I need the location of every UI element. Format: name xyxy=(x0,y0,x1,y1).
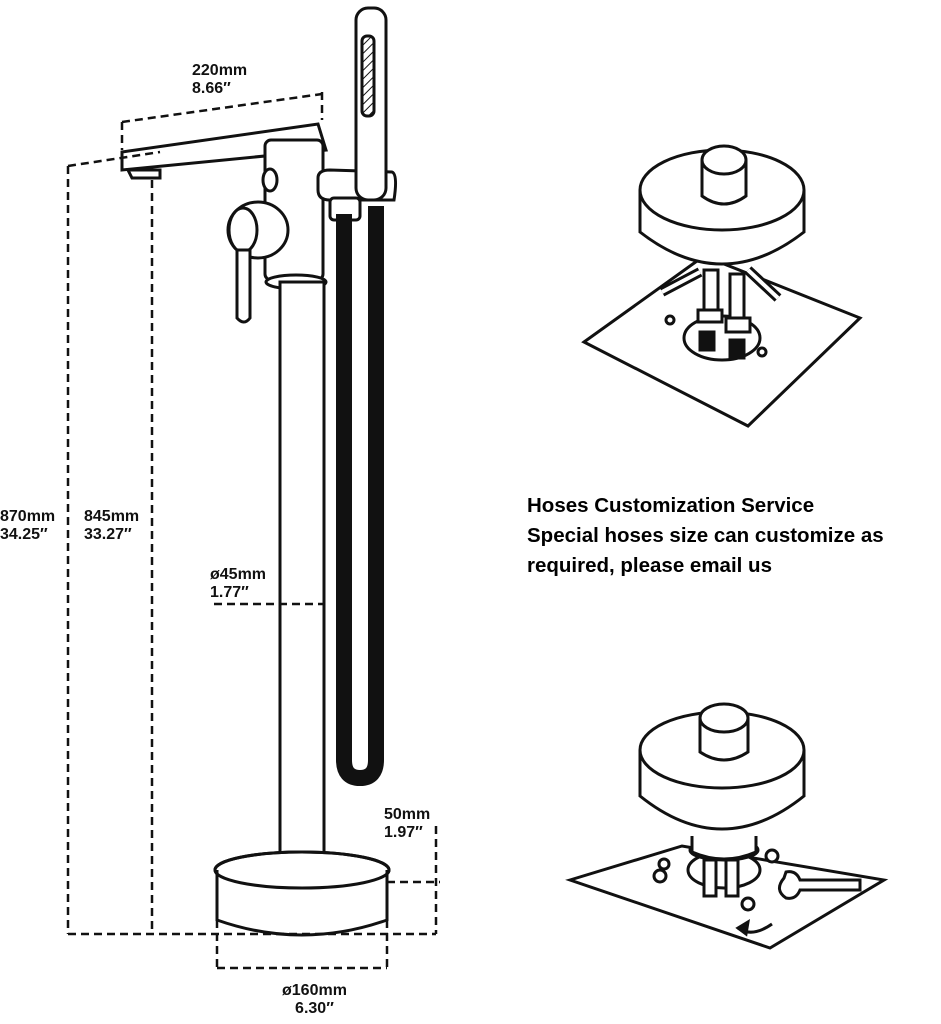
dim-pipe-diameter-imperial: 1.77″ xyxy=(210,583,249,601)
installation-illustration-bottom xyxy=(565,702,889,950)
dim-spout-length: 220mm 8.66″ xyxy=(192,62,247,97)
wrench xyxy=(778,870,862,900)
notice-line-3: required, please email us xyxy=(527,554,772,577)
dim-base-height: 50mm 1.97″ xyxy=(384,806,430,841)
dim-pipe-diameter-metric: ø45mm xyxy=(210,566,267,583)
base-cylinder xyxy=(215,870,389,937)
dim-base-diameter-metric: ø160mm xyxy=(282,982,347,999)
spout xyxy=(120,122,328,172)
hoses-customization-notice: Hoses Customization Service Special hose… xyxy=(527,491,937,581)
dim-base-height-metric: 50mm xyxy=(384,806,431,823)
notice-line-1: Hoses Customization Service xyxy=(527,494,815,517)
faucet-body xyxy=(120,122,391,937)
installation-illustration-top xyxy=(581,144,863,428)
dim-total-height: 870mm 34.25″ xyxy=(0,508,55,543)
lever xyxy=(235,248,252,324)
dimension-lines xyxy=(66,92,440,972)
dim-spout-length-metric: 220mm xyxy=(192,62,248,79)
dim-spout-height-metric: 845mm xyxy=(84,508,140,525)
dim-spout-height-imperial: 33.27″ xyxy=(84,525,132,543)
main-pipe xyxy=(278,280,326,876)
dim-spout-height: 845mm 33.27″ xyxy=(84,508,139,543)
dim-total-height-metric: 870mm xyxy=(0,508,56,525)
dim-base-diameter-imperial: 6.30″ xyxy=(295,999,334,1017)
shower-hose xyxy=(336,206,384,787)
notice-line-2: Special hoses size can customize as xyxy=(527,524,884,547)
dim-total-height-imperial: 34.25″ xyxy=(0,525,48,543)
dim-spout-length-imperial: 8.66″ xyxy=(192,79,231,97)
dim-pipe-diameter: ø45mm 1.77″ xyxy=(210,566,266,601)
hand-shower xyxy=(316,6,398,222)
dim-base-height-imperial: 1.97″ xyxy=(384,823,423,841)
dim-base-diameter: ø160mm 6.30″ xyxy=(282,982,347,1017)
